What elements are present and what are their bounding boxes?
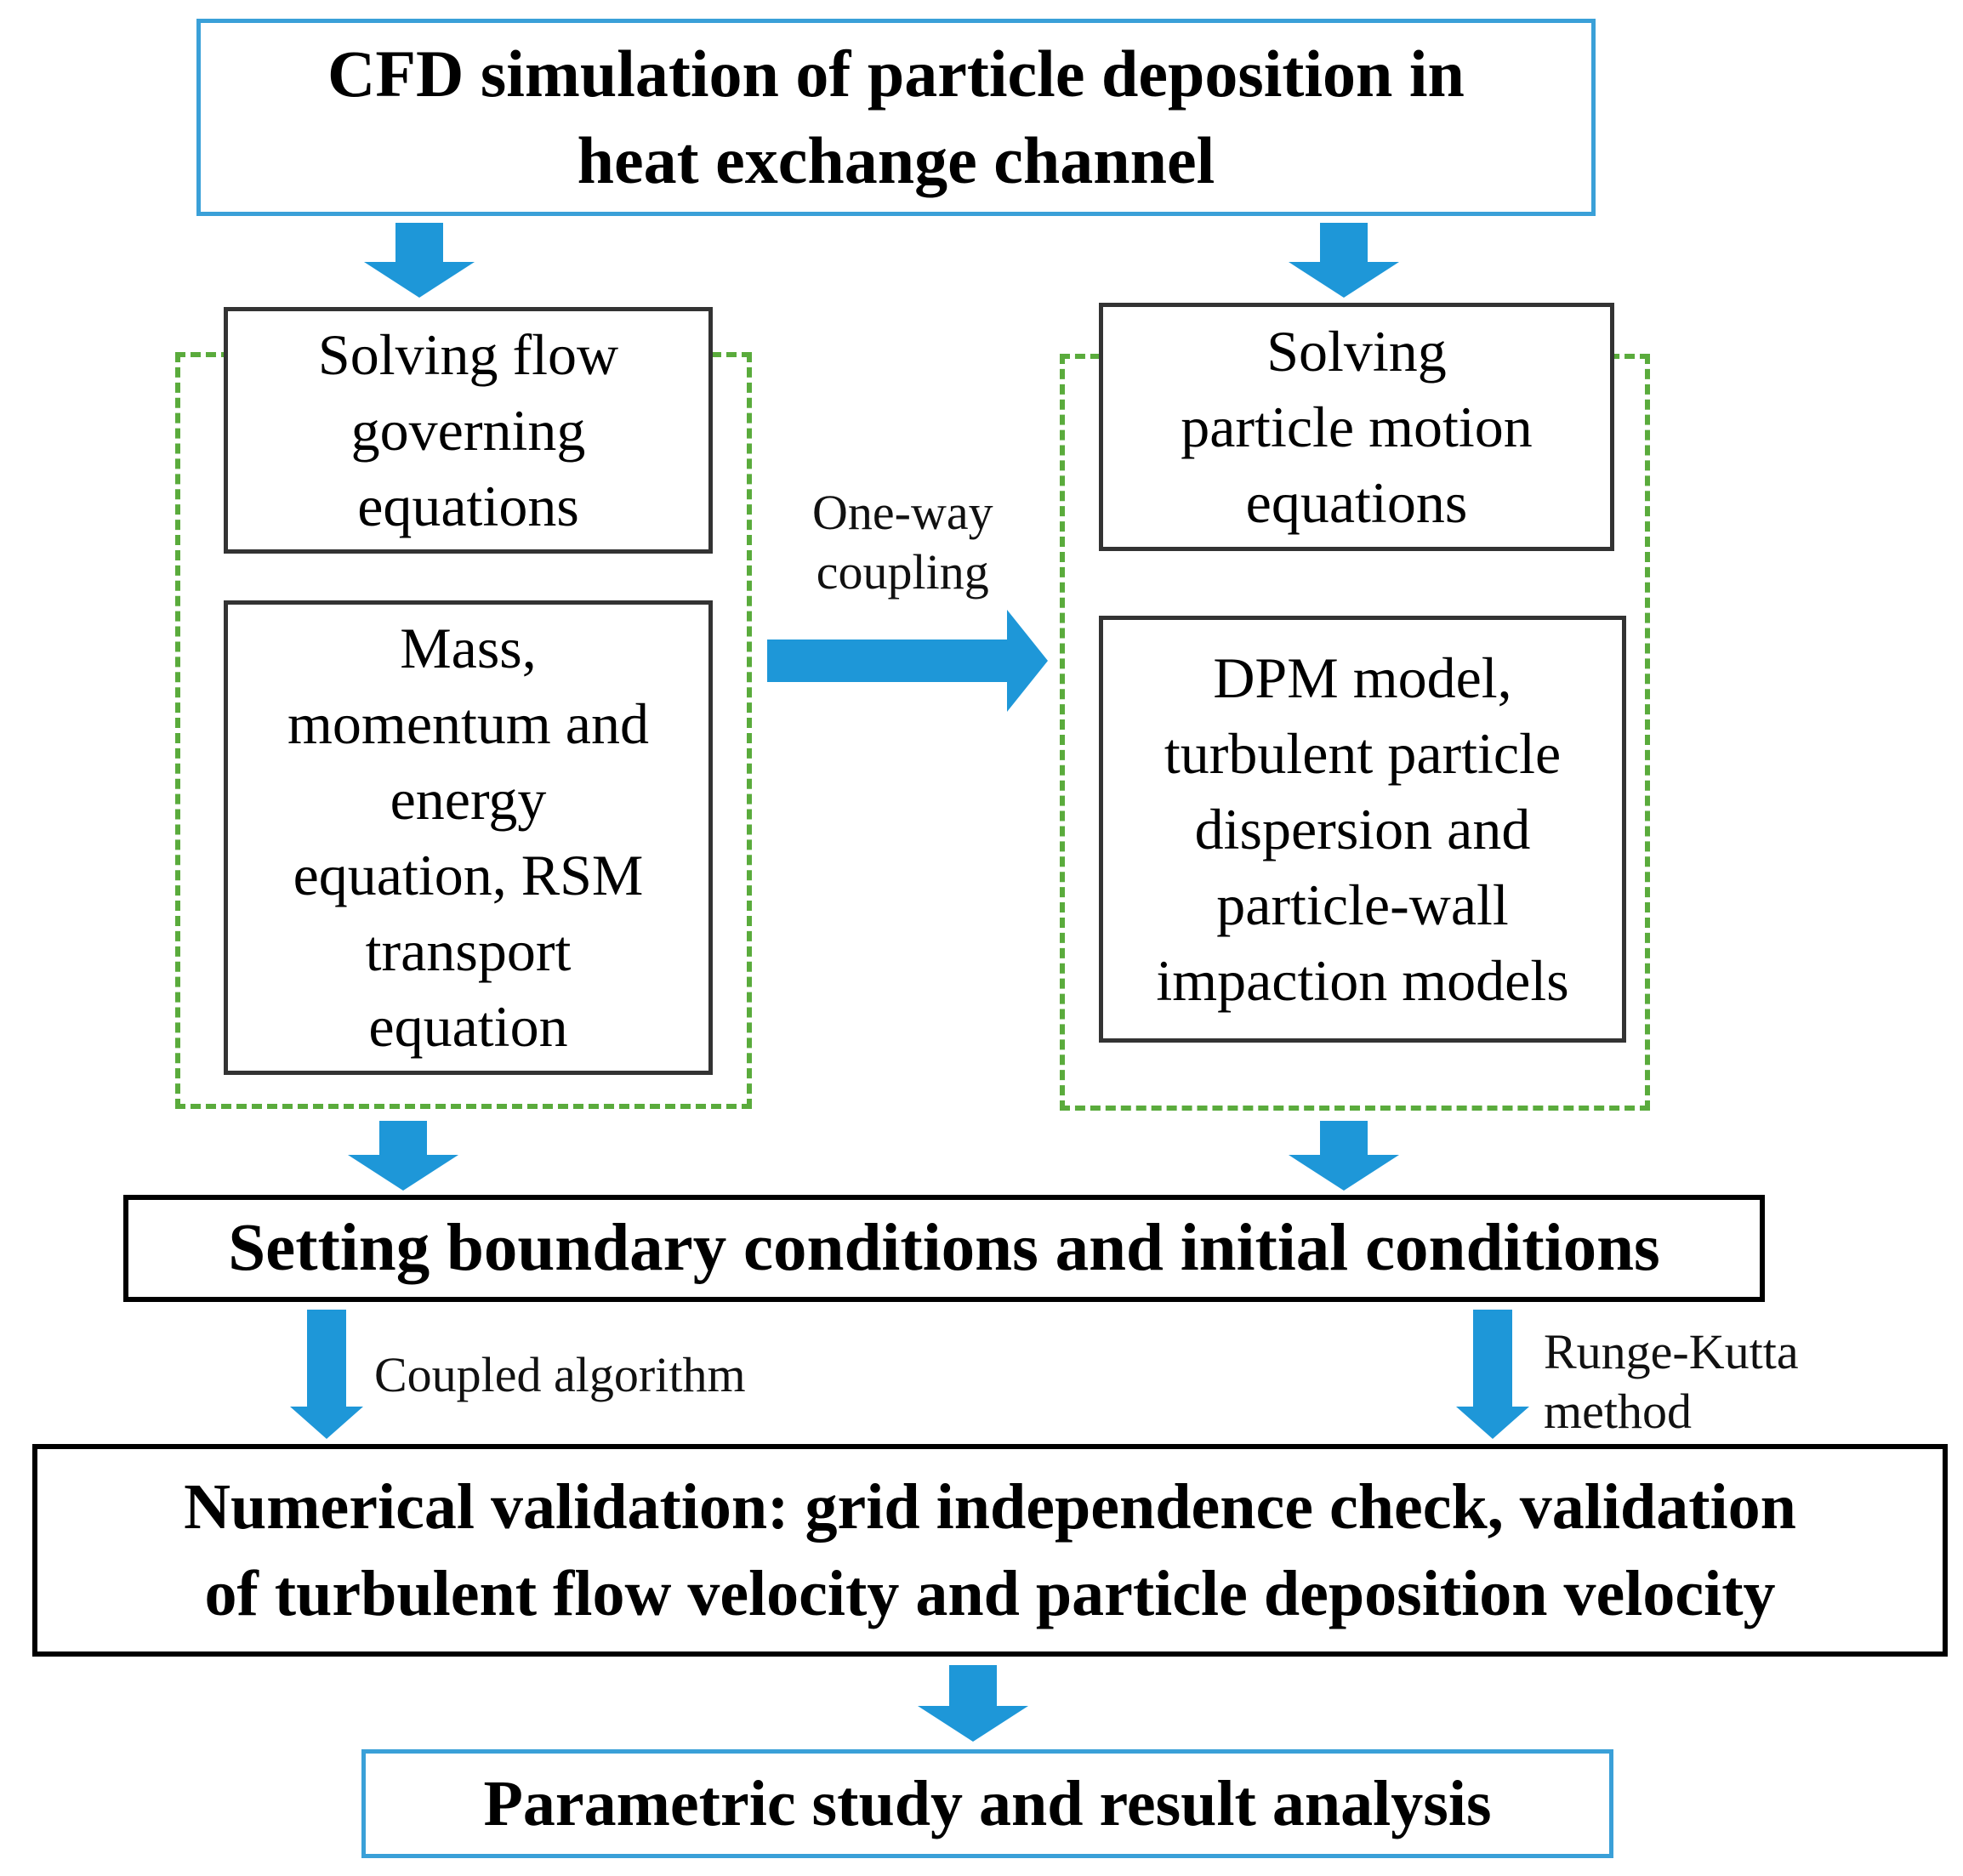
runge-kutta-line-2: method (1544, 1384, 1692, 1439)
flow-models-line-6: equation (368, 994, 568, 1059)
setting-conditions-text: Setting boundary conditions and initial … (228, 1211, 1660, 1285)
arrow-validation-to-parametric (918, 1665, 1028, 1742)
validation-line-2: of turbulent flow velocity and particle … (204, 1558, 1776, 1629)
arrow-flow-to-setting (348, 1121, 458, 1191)
validation-line-1: Numerical validation: grid independence … (184, 1471, 1796, 1543)
flow-models-line-5: transport (365, 918, 572, 983)
arrow-setting-to-validation-left (290, 1310, 363, 1439)
coupled-algorithm-label: Coupled algorithm (374, 1347, 746, 1402)
title-line-1: CFD simulation of particle deposition in (327, 37, 1465, 111)
parametric-box: Parametric study and result analysis (361, 1749, 1613, 1858)
validation-box: Numerical validation: grid independence … (32, 1444, 1948, 1657)
flow-equations-line-1: Solving flow (317, 321, 619, 387)
arrow-particle-to-setting (1289, 1121, 1399, 1191)
particle-equations-line-2: particle motion (1181, 394, 1533, 459)
arrow-title-to-flow (364, 223, 475, 298)
arrow-setting-to-validation-right (1456, 1310, 1529, 1439)
particle-equations-line-1: Solving (1266, 318, 1447, 384)
flow-equations-line-2: governing (350, 397, 586, 463)
particle-equations-box: Solving particle motion equations (1099, 303, 1614, 551)
flow-equations-box: Solving flow governing equations (224, 307, 713, 554)
particle-models-box: DPM model, turbulent particle dispersion… (1099, 616, 1626, 1043)
particle-models-line-4: particle-wall (1216, 872, 1509, 937)
runge-kutta-line-1: Runge-Kutta (1544, 1324, 1799, 1379)
runge-kutta-label: Runge-Kutta method (1544, 1322, 1799, 1441)
arrow-one-way-coupling (767, 610, 1048, 712)
coupling-label-line-1: One-way (812, 485, 993, 540)
title-box: CFD simulation of particle deposition in… (196, 19, 1596, 216)
coupling-label-line-2: coupling (816, 544, 989, 600)
flow-models-line-2: momentum and (287, 691, 649, 756)
flow-models-line-3: energy (390, 767, 547, 832)
particle-models-line-2: turbulent particle (1164, 720, 1562, 786)
flow-equations-line-3: equations (357, 473, 579, 538)
flow-models-line-1: Mass, (400, 616, 537, 680)
flow-models-box: Mass, momentum and energy equation, RSM … (224, 600, 713, 1075)
coupling-label: One-way coupling (812, 483, 993, 602)
arrow-title-to-particle (1289, 223, 1399, 298)
particle-models-line-1: DPM model, (1213, 645, 1512, 710)
particle-models-line-3: dispersion and (1194, 796, 1531, 861)
title-line-2: heat exchange channel (577, 123, 1215, 197)
parametric-text: Parametric study and result analysis (483, 1768, 1492, 1839)
particle-equations-line-3: equations (1245, 469, 1468, 535)
particle-models-line-5: impaction models (1156, 947, 1569, 1013)
setting-conditions-box: Setting boundary conditions and initial … (123, 1195, 1765, 1302)
flow-models-line-4: equation, RSM (293, 843, 644, 907)
